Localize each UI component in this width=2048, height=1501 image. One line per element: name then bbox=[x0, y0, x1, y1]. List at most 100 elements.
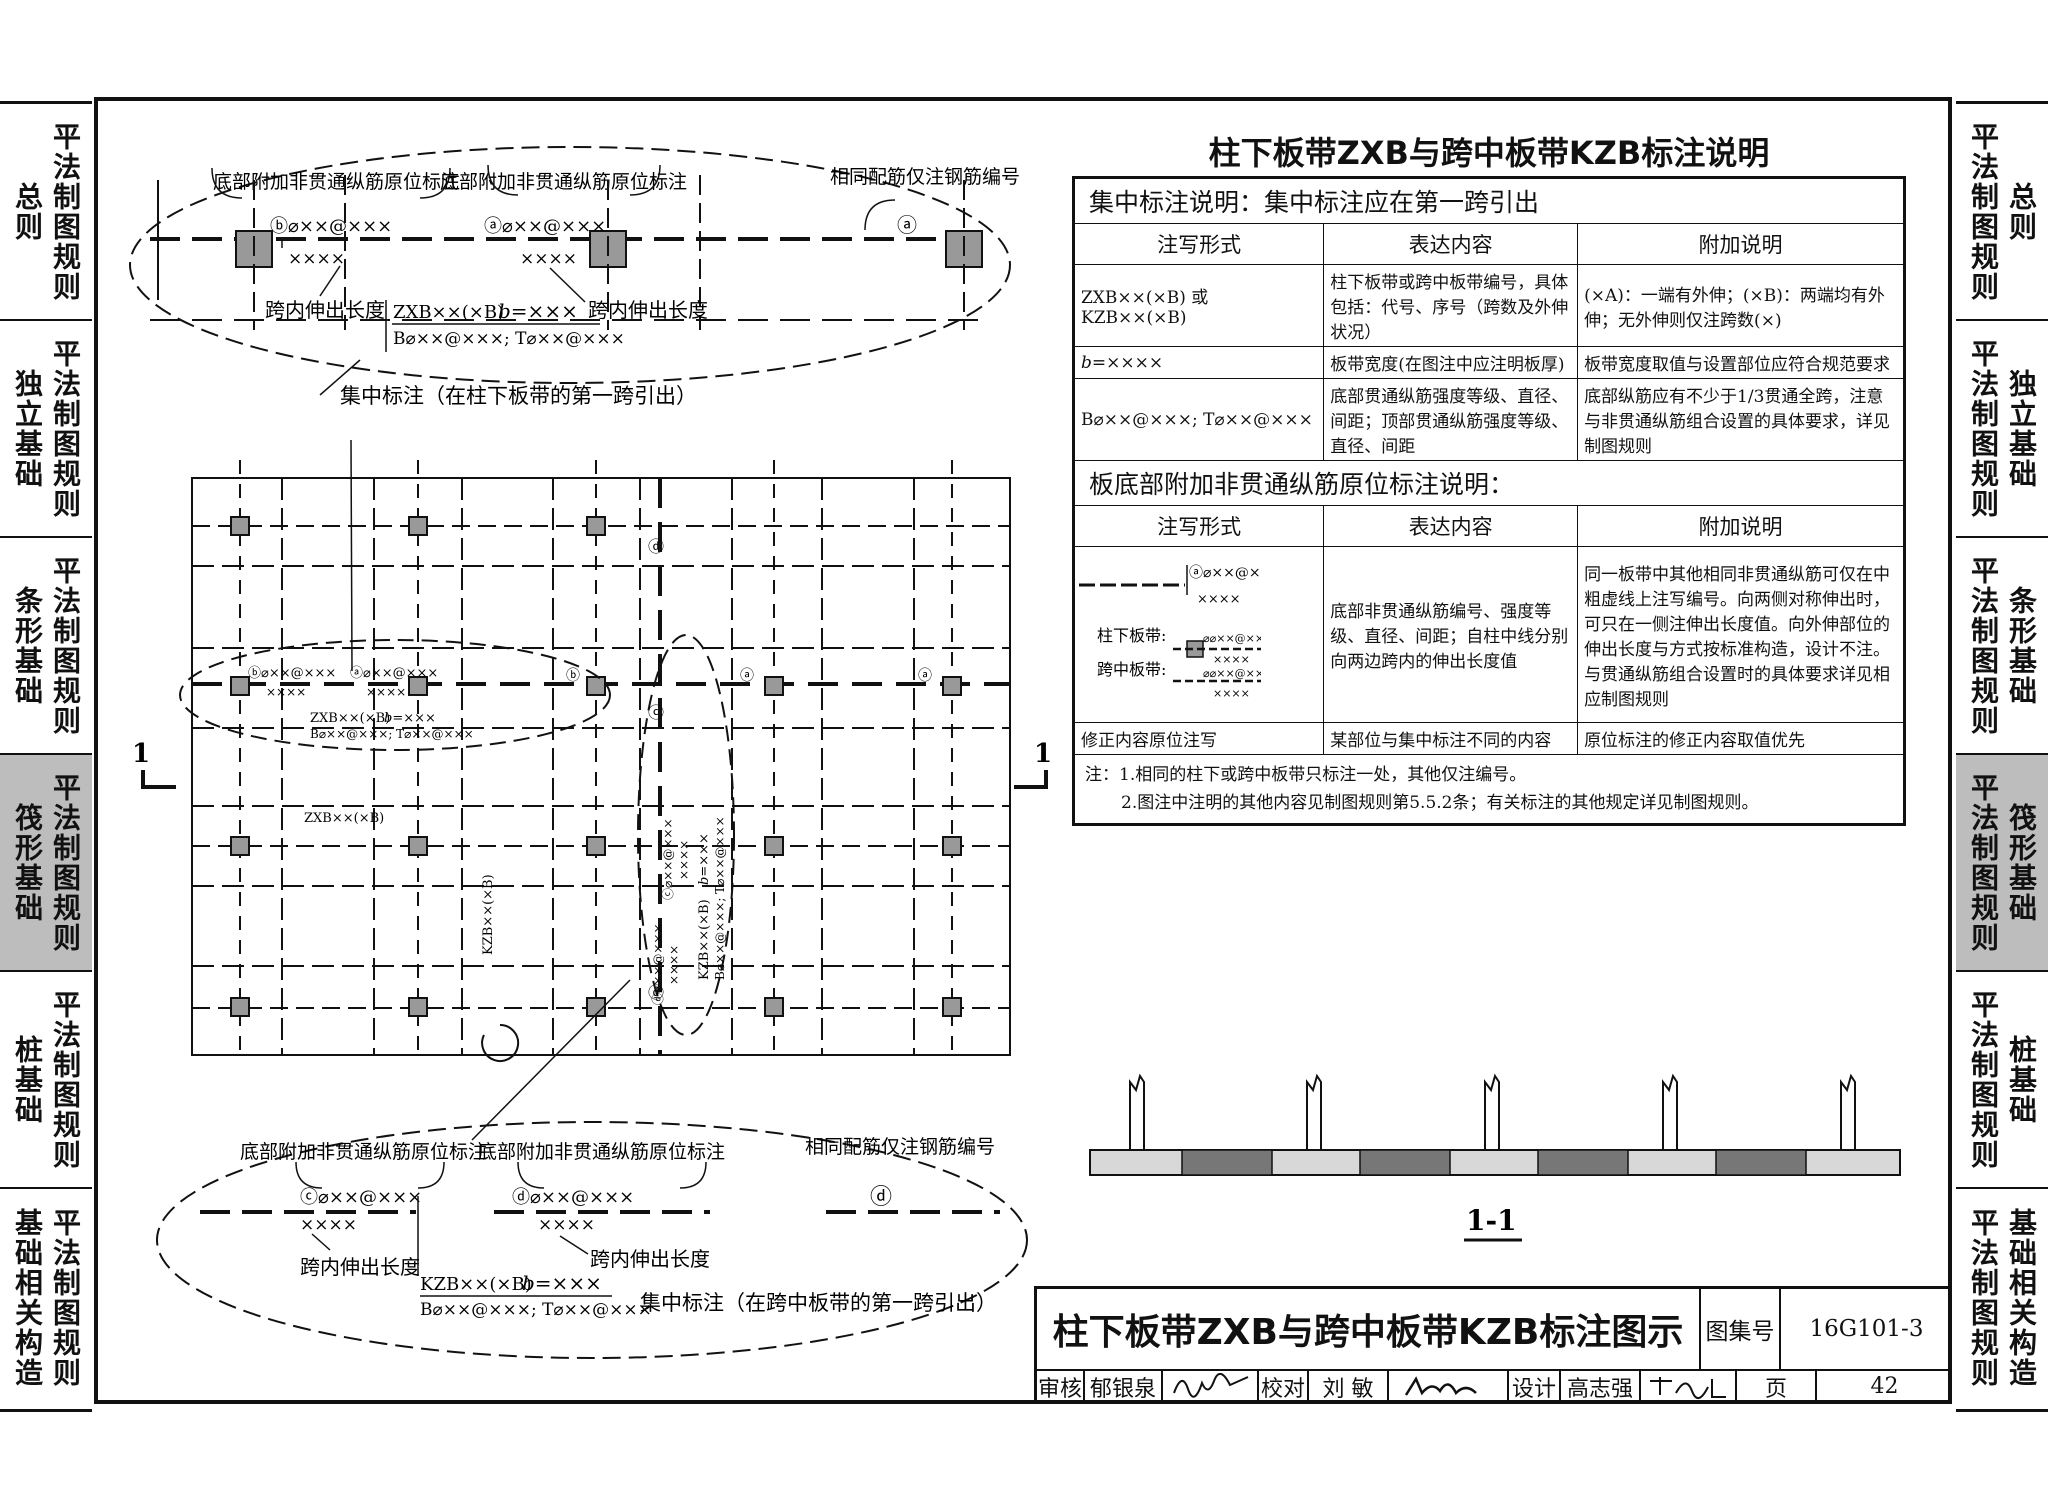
right-tab-isolated-footing[interactable]: 平法制图规则独立基础 bbox=[1956, 321, 2048, 538]
row3-form: B⌀××@×××; T⌀××@××× bbox=[1072, 378, 1325, 461]
plan-kzb-code: KZB××(×B) bbox=[481, 874, 496, 955]
row2-form: b=×××× bbox=[1072, 346, 1325, 379]
bottom-len2: ×××× bbox=[538, 1215, 595, 1235]
review-label: 审核 bbox=[1037, 1369, 1085, 1404]
top-callout: 集中标注（在柱下板带的第一跨引出） bbox=[340, 384, 697, 408]
inplace-rebar: ⓐ⌀××@××× bbox=[1189, 565, 1261, 581]
drawing-title: 柱下板带ZXB与跨中板带KZB标注图示 bbox=[1037, 1289, 1701, 1369]
spec-table: 集中标注说明：集中标注应在第一跨引出 注写形式 表达内容 附加说明 ZXB××(… bbox=[1072, 176, 1906, 826]
designer-name: 高志强 bbox=[1561, 1369, 1641, 1404]
plan-zxb-w: b=××× bbox=[384, 711, 436, 726]
plan-v-len-d: ×××× bbox=[667, 945, 681, 985]
page-number: 42 bbox=[1870, 1374, 1899, 1399]
plan-kzb-v-w: b=××× bbox=[697, 833, 712, 885]
header-note: 附加说明 bbox=[1577, 223, 1905, 265]
inplace-content: 底部非贯通纵筋编号、强度等级、直径、间距；自柱中线分别向两边跨内的伸出长度值 bbox=[1323, 546, 1579, 723]
bottom-ext-left: 跨内伸出长度 bbox=[300, 1255, 420, 1279]
inplace-small3: ⌀⌀××@××× bbox=[1203, 667, 1261, 680]
reviewer-name: 郁银泉 bbox=[1085, 1369, 1163, 1404]
top-label-left: 底部附加非贯通纵筋原位标注 bbox=[213, 171, 460, 193]
left-tab-related-details[interactable]: 基础相关构造平法制图规则 bbox=[11, 1207, 82, 1388]
right-tab-general[interactable]: 平法制图规则总则 bbox=[1956, 104, 2048, 321]
left-tab-raft-foundation[interactable]: 筏形基础平法制图规则 bbox=[0, 755, 92, 972]
plan-zxb-rebars: B⌀××@×××; T⌀××@××× bbox=[310, 727, 474, 741]
left-tab-general[interactable]: 总则平法制图规则 bbox=[0, 104, 92, 321]
top-len2: ×××× bbox=[520, 249, 577, 269]
plan-v-len-c: ×××× bbox=[677, 840, 691, 880]
top-label-mid: 底部附加非贯通纵筋原位标注 bbox=[440, 171, 687, 193]
header-form: 注写形式 bbox=[1072, 223, 1325, 265]
plan-kzb-v-rebars: B⌀××@×××; T⌀××@××× bbox=[713, 816, 727, 980]
plan-zxb-code: ZXB××(×B) bbox=[310, 711, 390, 726]
plan-zxb-code2: ZXB××(×B) bbox=[304, 811, 384, 826]
left-tab-isolated-footing[interactable]: 独立基础平法制图规则 bbox=[0, 321, 92, 538]
plan-v-tag-d: ⓓ⌀××@××× bbox=[651, 924, 665, 1006]
bottom-rebar-d: ⓓ⌀××@××× bbox=[512, 1187, 634, 1208]
bottom-label-left: 底部附加非贯通纵筋原位标注 bbox=[240, 1141, 487, 1163]
left-tab-pile-foundation[interactable]: 桩基础平法制图规则 bbox=[0, 972, 92, 1189]
plan-v-tag-c: ⓒ⌀××@××× bbox=[661, 819, 675, 901]
right-tab-pile-foundation[interactable]: 平法制图规则桩基础 bbox=[1956, 972, 2048, 1189]
plan-tag-d1: ⓓ bbox=[648, 537, 664, 556]
inplace-small1: ⌀⌀××@××× bbox=[1203, 632, 1261, 645]
atlas-label: 图集号 bbox=[1701, 1289, 1781, 1369]
top-len1: ×××× bbox=[288, 249, 345, 269]
header-form-2: 注写形式 bbox=[1072, 505, 1325, 547]
table-row: 修正内容原位注写 某部位与集中标注不同的内容 原位标注的修正内容取值优先 bbox=[1072, 722, 1905, 755]
plan-kzb-v-code: KZB××(×B) bbox=[697, 899, 712, 980]
top-rebar-a: ⓐ⌀××@××× bbox=[484, 216, 606, 237]
right-tab-strip-footing[interactable]: 平法制图规则条形基础 bbox=[1956, 538, 2048, 755]
description-panel: 柱下板带ZXB与跨中板带KZB标注说明 集中标注说明：集中标注应在第一跨引出 注… bbox=[1072, 130, 1906, 826]
drawing-frame bbox=[94, 97, 1952, 1404]
top-label-right: 相同配筋仅注钢筋编号 bbox=[830, 166, 1020, 188]
section-mark-right: 1 bbox=[1034, 739, 1052, 769]
bottom-width: b=××× bbox=[522, 1271, 602, 1295]
table-row: b=×××× 板带宽度(在图注中应注明板厚) 板带宽度取值与设置部位应符合规范要… bbox=[1072, 346, 1905, 379]
right-tab-related-details[interactable]: 平法制图规则基础相关构造 bbox=[1967, 1207, 2038, 1388]
table-row: B⌀××@×××; T⌀××@××× 底部贯通纵筋强度等级、直径、间距；顶部贯通… bbox=[1072, 378, 1905, 461]
page-label: 页 bbox=[1737, 1369, 1817, 1404]
header-content-2: 表达内容 bbox=[1323, 505, 1579, 547]
correction-content: 某部位与集中标注不同的内容 bbox=[1323, 722, 1579, 755]
left-tab-strip-footing[interactable]: 条形基础平法制图规则 bbox=[0, 538, 92, 755]
notes: 注：1.相同的柱下或跨中板带只标注一处，其他仅注编号。 2.图注中注明的其他内容… bbox=[1073, 754, 1905, 825]
row1-form: ZXB××(×B) 或 KZB××(×B) bbox=[1072, 264, 1325, 347]
bottom-tag-d: ⓓ bbox=[870, 1185, 892, 1210]
designer-signature bbox=[1641, 1369, 1737, 1404]
top-rebar-b: ⓑ⌀××@××× bbox=[270, 216, 392, 237]
title-block: 柱下板带ZXB与跨中板带KZB标注图示 图集号 16G101-3 审核 郁银泉 … bbox=[1034, 1286, 1952, 1404]
section-inplace-annotation: 板底部附加非贯通纵筋原位标注说明： bbox=[1073, 460, 1905, 506]
header-content: 表达内容 bbox=[1323, 223, 1579, 265]
row1-content: 柱下板带或跨中板带编号，具体包括：代号、序号（跨数及外伸状况） bbox=[1323, 264, 1579, 347]
bottom-rebars: B⌀××@×××; T⌀××@××× bbox=[420, 1300, 652, 1320]
bottom-len1: ×××× bbox=[300, 1215, 357, 1235]
row2-content: 板带宽度(在图注中应注明板厚) bbox=[1323, 346, 1579, 379]
bottom-ext-right: 跨内伸出长度 bbox=[590, 1247, 710, 1271]
right-tab-raft-foundation[interactable]: 平法制图规则筏形基础 bbox=[1956, 755, 2048, 972]
correction-form: 修正内容原位注写 bbox=[1072, 722, 1325, 755]
inplace-note: 同一板带中其他相同非贯通纵筋可仅在中粗虚线上注写编号。向两侧对称伸出时，可只在一… bbox=[1577, 546, 1905, 723]
bottom-callout: 集中标注（在跨中板带的第一跨引出） bbox=[640, 1291, 997, 1315]
inplace-small4: ×××× bbox=[1213, 687, 1250, 700]
row1-note: (×A)：一端有外伸；(×B)：两端均有外伸；无外伸则仅注跨数(×) bbox=[1577, 264, 1905, 347]
reviewer-signature bbox=[1163, 1369, 1259, 1404]
left-sidebar: 总则平法制图规则 独立基础平法制图规则 条形基础平法制图规则 筏形基础平法制图规… bbox=[0, 101, 92, 1412]
bottom-detail: 底部附加非贯通纵筋原位标注 底部附加非贯通纵筋原位标注 相同配筋仅注钢筋编号 ⓒ… bbox=[156, 1121, 1028, 1359]
plan-tag-d2: ⓓ bbox=[648, 983, 664, 1002]
plan-tag-a2: ⓐ bbox=[740, 668, 754, 684]
top-ext-right: 跨内伸出长度 bbox=[588, 298, 708, 322]
inplace-small2: ×××× bbox=[1213, 653, 1250, 666]
row3-content: 底部贯通纵筋强度等级、直径、间距；顶部贯通纵筋强度等级、直径、间距 bbox=[1323, 378, 1579, 461]
plan-tag-a3: ⓐ bbox=[918, 668, 932, 684]
bottom-rebar-c: ⓒ⌀××@××× bbox=[300, 1187, 422, 1208]
inplace-diagram: ⓐ⌀××@××× ×××× 柱下板带: 跨中板带: ⌀⌀××@××× ×××× … bbox=[1079, 565, 1284, 700]
row2-note: 板带宽度取值与设置部位应符合规范要求 bbox=[1577, 346, 1905, 379]
section-label: 1-1 bbox=[1466, 1204, 1517, 1237]
bottom-label-right: 相同配筋仅注钢筋编号 bbox=[805, 1136, 995, 1158]
plan-view: ⓑ⌀××@××× ⓐ⌀××@××× ×××× ×××× ⓑ ⓐ ⓐ ⓓ ⓒ ⓓ … bbox=[132, 439, 1052, 1141]
note-2: 2.图注中注明的其他内容见制图规则第5.5.2条；有关标注的其他规定详见制图规则… bbox=[1121, 793, 1759, 813]
top-code: ZXB××(×B) bbox=[393, 302, 504, 323]
table-row: ⓐ⌀××@××× ×××× 柱下板带: 跨中板带: ⌀⌀××@××× ×××× … bbox=[1072, 546, 1905, 723]
section-1-1: 1-1 bbox=[1089, 1073, 1901, 1242]
plan-len-s2: ×××× bbox=[366, 685, 406, 699]
